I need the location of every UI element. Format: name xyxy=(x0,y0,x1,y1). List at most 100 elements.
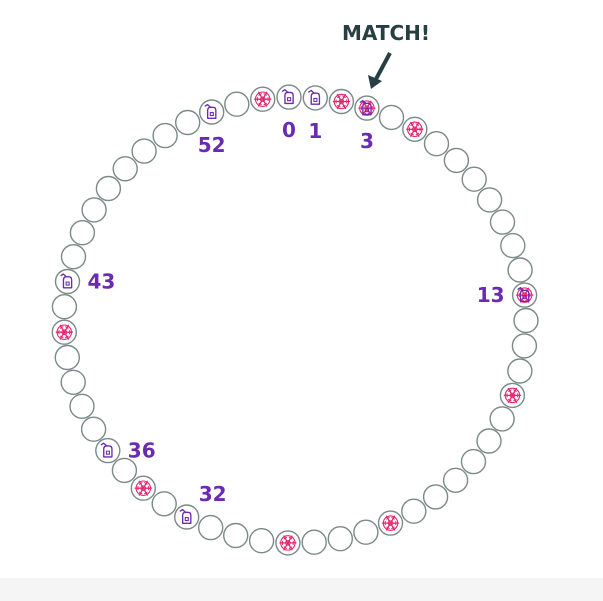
ring-node-circle xyxy=(248,528,275,554)
ring-node xyxy=(443,147,470,174)
ring-node xyxy=(402,116,428,143)
ring-node-circle xyxy=(423,130,450,157)
ring-node-circle xyxy=(489,209,516,235)
ring-node xyxy=(95,175,122,202)
ring-node-circle xyxy=(500,232,526,259)
ring-node xyxy=(353,519,379,545)
ring-node-circle xyxy=(81,197,107,223)
ring-node xyxy=(197,514,224,541)
ring-node xyxy=(51,294,78,320)
ring-node xyxy=(513,307,539,334)
ring-node xyxy=(354,95,380,121)
ring-node xyxy=(69,393,95,419)
ring-node xyxy=(250,86,276,112)
ring-node-circle xyxy=(112,156,138,182)
ring-label: 32 xyxy=(199,482,227,506)
ring-node xyxy=(401,498,427,524)
ring-label: 43 xyxy=(88,270,116,294)
ring-node xyxy=(511,333,538,359)
ring-node xyxy=(507,358,533,384)
ring-node-circle xyxy=(443,147,470,174)
ring-node-circle xyxy=(151,491,177,517)
ring-node xyxy=(69,219,96,246)
ring-node xyxy=(173,504,200,530)
ring-node xyxy=(507,257,533,283)
ring-node xyxy=(275,530,301,556)
ring-node xyxy=(198,99,225,125)
ring-node xyxy=(174,109,201,136)
ring-node xyxy=(81,197,107,223)
bottom-band xyxy=(0,578,603,601)
ring-node-circle xyxy=(460,448,487,475)
ring-label: 1 xyxy=(308,119,322,143)
ring-node xyxy=(328,88,355,115)
ring-node xyxy=(302,85,328,111)
ring-node xyxy=(130,475,157,501)
ring-node xyxy=(422,484,449,510)
ring-node xyxy=(460,448,487,475)
ring-node xyxy=(327,526,353,552)
ring-node-circle xyxy=(224,91,250,117)
ring xyxy=(51,84,539,556)
ring-node-circle xyxy=(476,428,502,454)
ring-node xyxy=(476,428,502,454)
ring-node-circle xyxy=(197,514,224,541)
ring-node xyxy=(377,510,404,536)
ring-node-circle xyxy=(511,333,538,359)
ring-node-circle xyxy=(60,369,86,395)
ring-node xyxy=(80,416,107,442)
ring-node xyxy=(423,130,450,157)
match-label: MATCH! xyxy=(342,21,430,45)
ring-node-circle xyxy=(353,519,379,545)
ring-node xyxy=(248,528,275,554)
match-annotation: MATCH! xyxy=(342,21,430,89)
ring-node-circle xyxy=(301,529,327,555)
ring-node xyxy=(442,467,469,493)
ring-node xyxy=(489,209,516,235)
ring-node-circle xyxy=(174,109,201,136)
ring-node xyxy=(95,437,121,464)
ring-node-circle xyxy=(513,307,539,334)
ring-label: 3 xyxy=(360,129,374,153)
match-arrowhead xyxy=(368,75,382,89)
ring-node-circle xyxy=(152,122,178,149)
match-arrow xyxy=(373,52,392,81)
ring-node-circle xyxy=(222,522,249,549)
ring-node xyxy=(131,138,157,164)
ring-node xyxy=(222,522,249,549)
ring-node-circle xyxy=(489,406,515,432)
ring-node xyxy=(489,406,515,432)
ring-node xyxy=(51,319,78,345)
ring-node xyxy=(276,84,302,110)
ring-node-circle xyxy=(422,484,449,510)
ring-node-circle xyxy=(95,175,122,202)
ring-node-circle xyxy=(51,294,78,320)
ring-label: 36 xyxy=(128,439,156,463)
ring-node xyxy=(60,369,86,395)
ring-label: 13 xyxy=(477,283,505,307)
ring-node xyxy=(151,491,177,517)
ring-node-circle xyxy=(54,344,81,371)
ring-node xyxy=(54,268,81,295)
ring-node-circle xyxy=(111,457,138,484)
ring-label: 52 xyxy=(198,133,226,157)
ring-node xyxy=(54,344,81,371)
ring-node xyxy=(111,457,138,484)
ring-node-circle xyxy=(507,358,533,384)
ring-node xyxy=(378,104,405,131)
ring-node xyxy=(60,244,87,270)
ring-node-circle xyxy=(327,526,353,552)
ring-node xyxy=(224,91,250,117)
ring-node-circle xyxy=(80,416,107,442)
ring-node xyxy=(499,382,526,409)
ring-node-circle xyxy=(401,498,427,524)
ring-label: 0 xyxy=(282,118,296,142)
ring-node xyxy=(476,187,503,213)
ring-node xyxy=(152,122,178,149)
ring-node-circle xyxy=(60,244,87,270)
ring-node-circle xyxy=(69,219,96,246)
ring-node-circle xyxy=(378,104,405,131)
ring-node xyxy=(500,232,526,259)
